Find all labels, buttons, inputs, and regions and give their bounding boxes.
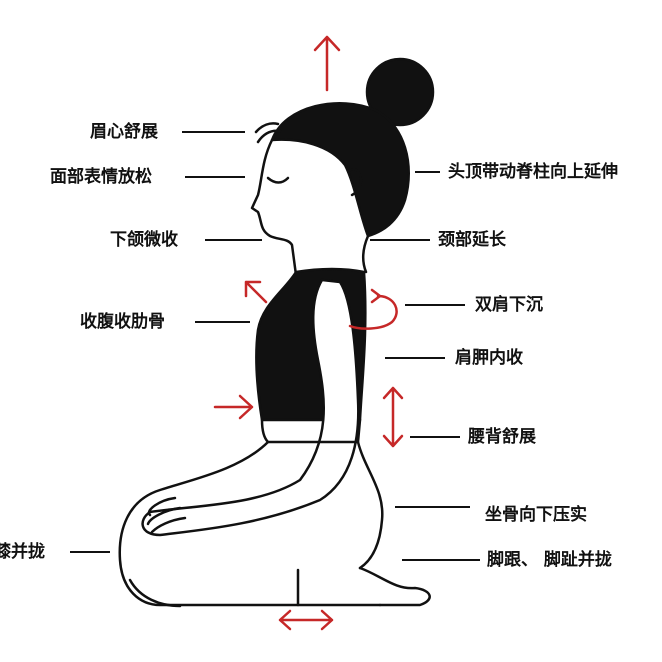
label-face: 面部表情放松 [50, 167, 152, 187]
hair-strand [254, 122, 280, 134]
arrow-horizontal-double-icon [278, 609, 334, 631]
thigh-buttocks [118, 440, 384, 607]
label-chin: 下颌微收 [110, 230, 178, 250]
floor-hint [128, 578, 182, 608]
arrow-diagonal-icon [244, 280, 268, 304]
closed-eye [266, 176, 290, 184]
arm [141, 278, 360, 537]
arrow-vertical-double-icon [382, 386, 404, 448]
label-neck: 颈部延长 [438, 230, 506, 250]
label-brow: 眉心舒展 [90, 122, 158, 142]
pointer-lines [70, 131, 480, 561]
arrow-up-icon [313, 35, 341, 92]
label-back: 腰背舒展 [468, 427, 536, 447]
arrow-right-icon [213, 394, 254, 420]
label-abdomen: 收腹收肋骨 [80, 312, 165, 332]
face-profile [250, 138, 298, 277]
label-knees: 膝并拢 [0, 542, 45, 562]
neck-back [362, 234, 370, 274]
ear [348, 168, 362, 197]
hair [270, 102, 410, 238]
label-shoulders: 双肩下沉 [475, 295, 543, 315]
label-sitbones: 坐骨向下压实 [485, 505, 587, 525]
hair-bun [365, 57, 435, 127]
arrow-rotate-icon [348, 288, 398, 330]
fingers [146, 496, 187, 534]
foot [358, 566, 431, 607]
label-crown: 头顶带动脊柱向上延伸 [448, 162, 618, 182]
label-feet: 脚跟、 脚趾并拢 [487, 550, 612, 570]
hair-strand [256, 129, 282, 144]
label-scapula: 肩胛内收 [455, 348, 523, 368]
